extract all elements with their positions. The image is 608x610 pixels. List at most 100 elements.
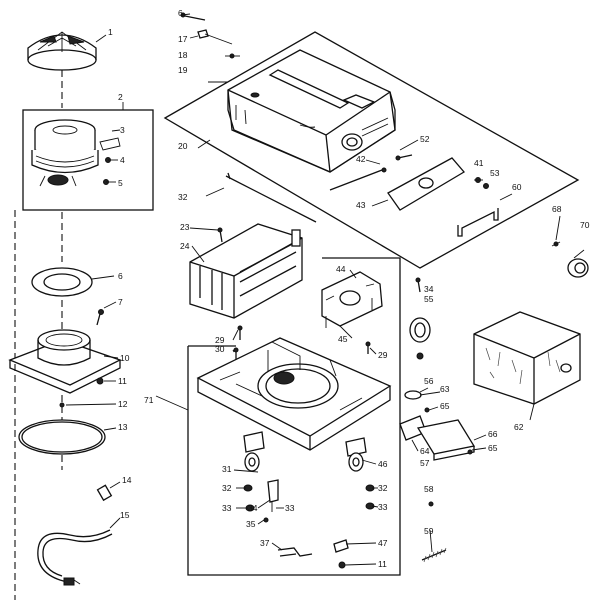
callout-5: 5 <box>118 178 123 188</box>
callout-33-mid: 33 <box>285 503 295 513</box>
callout-12: 12 <box>118 399 128 409</box>
callout-4: 4 <box>120 155 125 165</box>
callout-34-clip: 34 <box>248 503 258 513</box>
part-20-cover-frame <box>163 31 580 269</box>
callout-41: 41 <box>474 158 484 168</box>
callout-11-bottom: 11 <box>378 559 387 569</box>
callout-2: 2 <box>118 92 123 102</box>
callout-52: 52 <box>420 134 430 144</box>
part-57-pedal-bar <box>416 419 476 461</box>
callout-71: 71 <box>144 395 154 405</box>
callout-68: 68 <box>552 204 562 214</box>
part-31-caster <box>243 431 265 472</box>
part-56-bumper <box>416 352 424 360</box>
callout-24: 24 <box>180 241 190 251</box>
callout-57: 57 <box>420 458 430 468</box>
part-29-screw-a <box>237 325 243 340</box>
callout-29-right: 29 <box>378 350 388 360</box>
callout-64: 64 <box>420 446 430 456</box>
callout-3: 3 <box>120 125 125 135</box>
callout-43: 43 <box>356 200 366 210</box>
part-35-screw <box>263 517 269 523</box>
callout-62: 62 <box>514 422 524 432</box>
part-62-panel <box>473 311 581 421</box>
top-screws-group <box>180 12 240 83</box>
part-11-nut-bottom <box>338 561 346 569</box>
callout-31: 31 <box>222 464 232 474</box>
callout-59: 59 <box>424 526 434 536</box>
callout-10: 10 <box>120 353 130 363</box>
part-23-screw <box>217 227 223 243</box>
callout-19: 19 <box>178 65 188 75</box>
callout-35: 35 <box>246 519 256 529</box>
callout-7: 7 <box>118 297 123 307</box>
callout-47: 47 <box>378 538 388 548</box>
callout-32-left: 32 <box>222 483 232 493</box>
part-65-screw-b <box>467 449 473 455</box>
part-34-clip <box>267 479 279 512</box>
callout-65-upper: 65 <box>440 401 450 411</box>
part-14-plug <box>96 481 121 502</box>
part-65-screw-a <box>424 407 430 413</box>
part-59-brush <box>421 547 447 563</box>
callout-42: 42 <box>356 154 366 164</box>
callout-17: 17 <box>178 34 188 44</box>
callout-18: 18 <box>178 50 188 60</box>
part-68-screw <box>551 241 561 247</box>
motor-assembly-box <box>22 102 154 211</box>
callout-65-lower: 65 <box>488 443 498 453</box>
callout-15: 15 <box>120 510 130 520</box>
callout-14: 14 <box>122 475 132 485</box>
callout-20: 20 <box>178 141 188 151</box>
part-29-screw-b <box>365 341 371 354</box>
callout-labels: 1 2 3 4 5 6 7 10 11 12 13 14 15 6 17 18 … <box>108 8 590 569</box>
part-70-bushing <box>567 249 589 278</box>
part-60-bracket <box>457 193 513 237</box>
callout-30: 30 <box>215 344 225 354</box>
callout-58: 58 <box>424 484 434 494</box>
callout-6-top: 6 <box>178 8 183 18</box>
part-6-gasket <box>31 267 115 297</box>
part-24-bin <box>189 223 303 319</box>
part-11-nut <box>96 377 116 385</box>
part-12-screw <box>59 402 117 408</box>
base-frame <box>155 257 401 576</box>
leader-lines <box>181 13 561 566</box>
callout-44: 44 <box>336 264 346 274</box>
callout-55: 55 <box>424 294 434 304</box>
callout-66: 66 <box>488 429 498 439</box>
callout-23: 23 <box>180 222 190 232</box>
callout-45: 45 <box>338 334 348 344</box>
part-45-base-tray <box>196 337 392 451</box>
callout-37: 37 <box>260 538 270 548</box>
callout-46: 46 <box>378 459 388 469</box>
part-7-screw <box>96 301 117 326</box>
part-1-filter-cap <box>27 31 107 71</box>
callout-6: 6 <box>118 271 123 281</box>
part-44-bracket <box>321 271 383 328</box>
cover-housing <box>227 49 396 173</box>
part-58-screw <box>428 501 434 507</box>
part-43-control-plate <box>371 157 465 211</box>
callout-63: 63 <box>440 384 450 394</box>
callout-56: 56 <box>424 376 434 386</box>
callout-11: 11 <box>118 376 127 386</box>
callout-32-right: 32 <box>378 483 388 493</box>
callout-34-top: 34 <box>424 284 434 294</box>
part-34-screw <box>415 277 421 293</box>
part-15-power-cord <box>37 517 121 586</box>
callout-33-left: 33 <box>222 503 232 513</box>
callout-53: 53 <box>490 168 500 178</box>
part-13-oring <box>18 419 117 455</box>
part-47-latch <box>333 539 349 553</box>
part-46-caster <box>345 437 367 472</box>
callout-1: 1 <box>108 27 113 37</box>
callout-29-left: 29 <box>215 335 225 345</box>
callout-32-hook: 32 <box>178 192 188 202</box>
callout-13: 13 <box>118 422 128 432</box>
part-37-pedal <box>277 547 313 557</box>
part-32-hook <box>205 172 317 223</box>
part-55-ring <box>409 317 431 343</box>
part-41-53-knobs <box>474 177 489 189</box>
